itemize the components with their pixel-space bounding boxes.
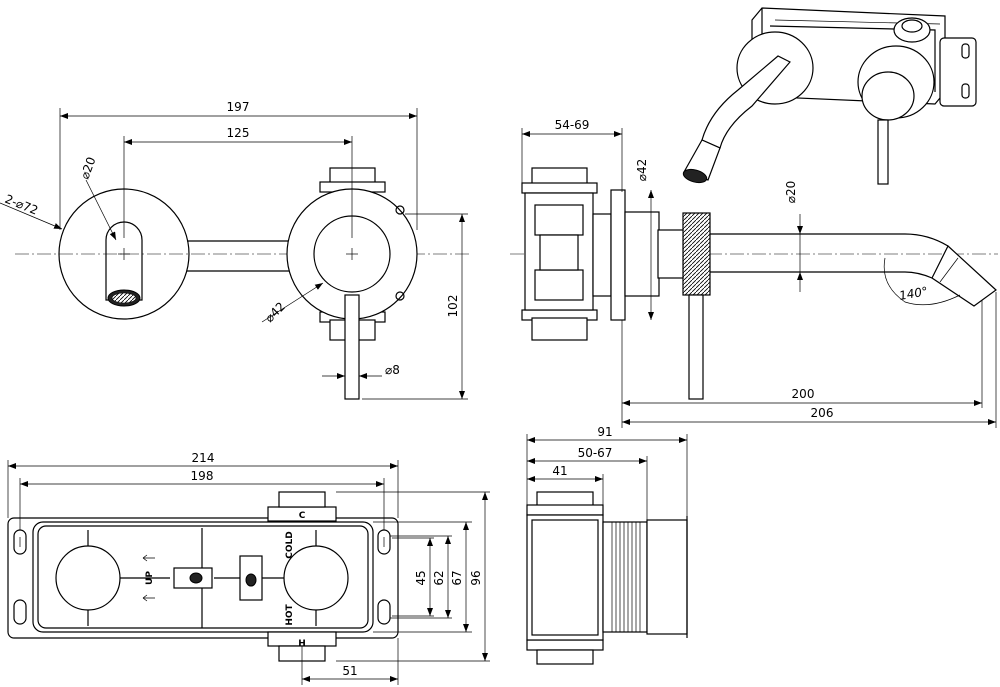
dim-hole-spacing: 198: [191, 469, 214, 483]
bolt-icon: [395, 291, 405, 301]
h-mark: H: [298, 639, 306, 649]
dim-height-c: 67: [450, 570, 464, 585]
leader-line: [85, 179, 117, 241]
body-block-inner: [531, 519, 599, 636]
top-port: [278, 491, 326, 508]
bottom-port-nut: [526, 639, 604, 651]
dim-body-depth: 41: [552, 464, 567, 478]
threaded-sleeve: [602, 521, 648, 633]
valve-port-top: [534, 204, 584, 236]
dim-height-b: 62: [432, 570, 446, 585]
body-bottom-fitting: [531, 317, 588, 341]
dim-height-a: 45: [414, 570, 428, 585]
valve-cartridge: [539, 234, 579, 271]
dim-offset: 51: [342, 664, 357, 678]
cold-label: COLD: [285, 531, 295, 558]
spout-tip: [931, 245, 997, 307]
arrow-left-icon: [142, 594, 155, 602]
arrow-left-icon: [142, 554, 155, 562]
slot-icon: [377, 599, 391, 625]
lever: [344, 294, 360, 400]
rough-body-inner: [37, 525, 369, 629]
valve-port-bottom: [534, 269, 584, 301]
slot-icon: [961, 43, 970, 59]
spout-ring: [939, 257, 959, 283]
side-view: 140° 54-69 ⌀42 ⌀20 200 206: [510, 118, 998, 428]
slot-icon: [13, 599, 27, 625]
handle-body: [861, 71, 915, 121]
hot-label: HOT: [285, 603, 295, 625]
aerator-mesh: [111, 292, 137, 304]
isometric-view: [682, 7, 977, 185]
slot-icon: [961, 83, 970, 99]
escutcheon-hub: [624, 211, 660, 297]
lever: [688, 294, 704, 400]
leader-line: [261, 282, 324, 323]
dim-spout-dia: ⌀20: [784, 181, 798, 204]
dim-angle: 140°: [898, 284, 929, 303]
dim-lever-dia: ⌀8: [385, 363, 400, 377]
up-label: UP: [145, 571, 155, 585]
level-bubble: [189, 572, 203, 584]
c-mark: C: [299, 511, 306, 521]
top-cap-inner: [901, 19, 923, 33]
dim-wall-depth: 54-69: [555, 118, 590, 132]
sleeve: [592, 213, 612, 297]
handle-knurl: [682, 212, 711, 296]
dim-spout-dia: ⌀20: [78, 155, 99, 181]
bottom-port: [536, 649, 594, 665]
angle-arc: [883, 257, 961, 306]
aerator: [682, 168, 708, 184]
lever: [877, 119, 889, 185]
dim-overall-width: 197: [227, 100, 250, 114]
body-front-view: C H UP COLD HOT 214: [7, 451, 490, 685]
body-block: [526, 514, 604, 641]
dim-height: 102: [446, 295, 460, 318]
dim-escutcheon-dia: ⌀42: [635, 159, 649, 182]
body-side-view: 91 50-67 41: [526, 425, 688, 665]
dim-reach-inner: 200: [792, 387, 815, 401]
dim-plate-dia: 2-⌀72: [3, 192, 40, 218]
spout-outlet: [105, 221, 143, 301]
leader-line: [0, 202, 63, 230]
bolt-icon: [395, 205, 405, 215]
outlet-guide: [55, 545, 121, 611]
level-bubble: [245, 573, 257, 587]
top-port-nut: [526, 504, 604, 516]
spout-bottom: [710, 271, 933, 279]
body-top-nut: [521, 182, 598, 194]
dim-overall-depth: 91: [597, 425, 612, 439]
top-cap: [893, 17, 931, 43]
dim-reach-outer: 206: [811, 406, 834, 420]
spout-top: [710, 233, 949, 247]
handle-neck: [657, 229, 684, 279]
cover-guard: [646, 519, 688, 635]
dim-overall-length: 214: [192, 451, 215, 465]
escutcheon-plate: [610, 189, 626, 321]
dim-handle-dia: ⌀42: [262, 299, 288, 325]
thread-lines: [611, 522, 641, 632]
dim-height-d: 96: [469, 570, 483, 585]
mount-bracket: [939, 37, 977, 107]
box-inner: [769, 25, 936, 92]
front-view: 197 125 ⌀20 2-⌀72 ⌀42 ⌀8 102: [0, 100, 470, 400]
dim-center-spacing: 125: [227, 126, 250, 140]
dim-adjust-range: 50-67: [578, 446, 613, 460]
top-port: [536, 491, 594, 507]
